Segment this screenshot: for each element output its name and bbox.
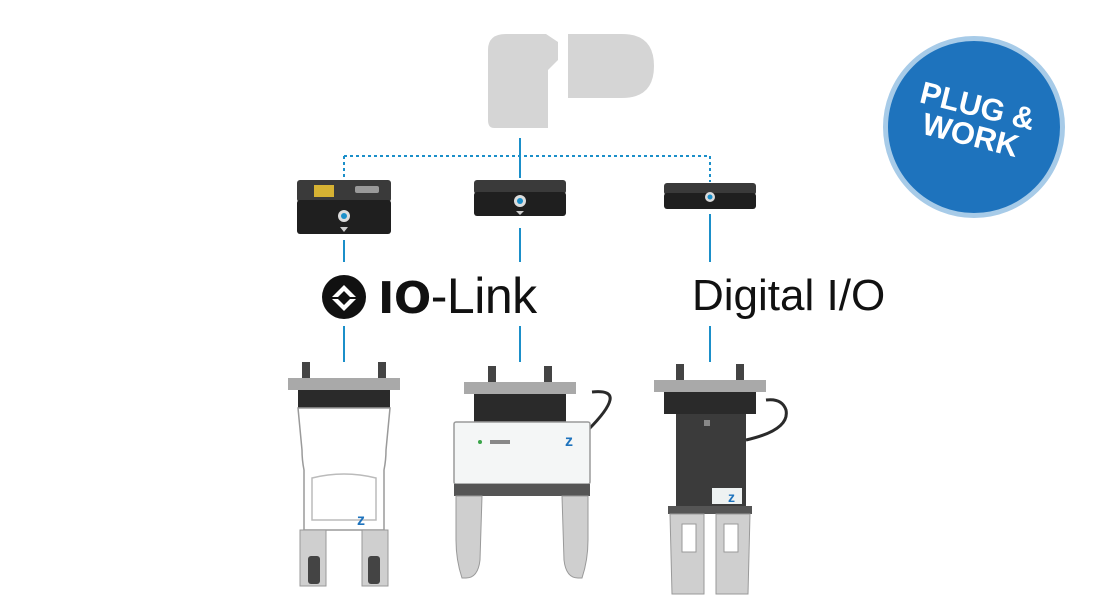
svg-text:z: z [728, 489, 735, 505]
io-link-label-rest: -Link [430, 268, 537, 324]
io-link-label: IO-Link [378, 268, 537, 327]
badge-text: PLUG & WORK [883, 71, 1064, 171]
connector-lines [343, 138, 711, 362]
gripper-io-link: z [288, 362, 400, 587]
digital-module [664, 183, 756, 209]
io-link-logo-icon [322, 275, 366, 319]
svg-text:z: z [357, 512, 365, 529]
plug-and-work-badge: PLUG & WORK [883, 36, 1065, 218]
gripper-digital: z [654, 364, 788, 595]
io-link-label-bold: IO [378, 273, 431, 324]
digital-io-label: Digital I/O [692, 271, 886, 320]
center-module [474, 180, 566, 216]
svg-text:z: z [565, 433, 573, 450]
gripper-center: z [453, 366, 612, 579]
robot-arm-icon [488, 34, 654, 128]
brand-z-logo-icon: z [357, 512, 365, 529]
io-link-module [297, 180, 391, 234]
